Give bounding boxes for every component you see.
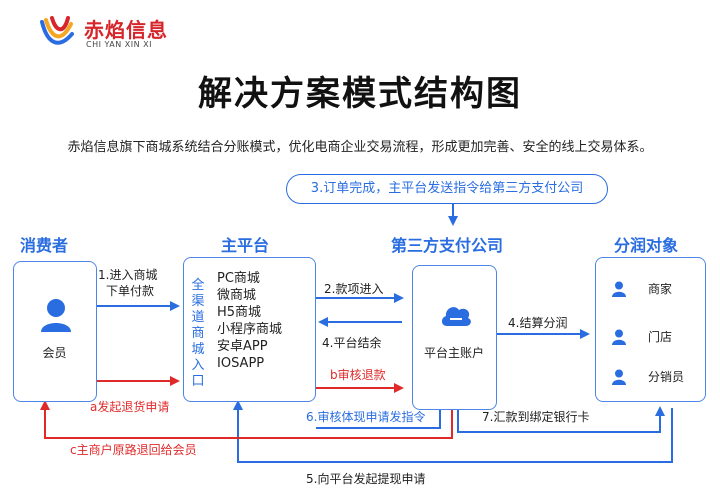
user-icon [41, 299, 71, 332]
consumer-box: 会员 [13, 261, 97, 402]
split-item-label: 分销员 [648, 370, 685, 384]
platform-item: H5商城 [217, 305, 262, 320]
platform-box: 全渠道商城入口 PC商城 微商城 H5商城 小程序商城 安卓APP IOSAPP [183, 257, 316, 402]
arrow-step7 [457, 406, 665, 433]
user-icon [612, 369, 626, 385]
split-item-label: 门店 [648, 330, 673, 344]
arrow-step6 [316, 410, 441, 429]
user-icon [612, 281, 626, 297]
split-item-merchant: 商家 [612, 280, 702, 300]
settle-label: 4.结算分润 [508, 316, 568, 330]
main-account-label: 平台主账户 [423, 346, 484, 360]
step-a-label: a发起退货申请 [90, 400, 170, 414]
step-b-label: b审核退款 [330, 368, 386, 382]
logo-mark-icon [40, 16, 74, 45]
payment-box: 平台主账户 [412, 265, 497, 410]
member-label: 会员 [42, 346, 67, 360]
platform-item: PC商城 [217, 271, 260, 286]
split-item-distributor: 分销员 [612, 368, 702, 388]
step1-label-line2: 下单付款 [106, 284, 155, 298]
page-title: 解决方案模式结构图 [198, 74, 522, 114]
split-item-label: 商家 [648, 282, 673, 296]
platform-item: IOSAPP [217, 356, 265, 371]
step1-label-line1: 1.进入商城 [98, 268, 158, 282]
brand-name: 赤焰信息 [84, 18, 168, 42]
user-icon [612, 329, 626, 345]
arrow-step5 [233, 400, 673, 463]
col-platform-title: 主平台 [221, 236, 270, 255]
step2-label: 2.款项进入 [324, 282, 384, 296]
step5-label: 5.向平台发起提现申请 [306, 472, 426, 486]
omni-channel-text: 全渠道商城入口 [191, 278, 205, 389]
split-item-store: 门店 [612, 328, 702, 348]
step-c-label: c主商户原路退回给会员 [70, 443, 197, 457]
step3-pill: 3.订单完成，主平台发送指令给第三方支付公司 [286, 174, 608, 204]
platform-item: 安卓APP [217, 339, 268, 354]
brand-name-en: CHI YAN XIN XI [86, 40, 152, 49]
step6-label: 6.审核体现申请发指令 [306, 410, 426, 424]
platform-item: 微商城 [217, 288, 257, 303]
step7-label: 7.汇款到绑定银行卡 [482, 410, 590, 424]
platform-list: PC商城 微商城 H5商城 小程序商城 安卓APP IOSAPP [217, 270, 282, 372]
cloud-upload-icon [441, 307, 471, 326]
page-subtitle: 赤焰信息旗下商城系统结合分账模式，优化电商企业交易流程，形成更加完善、安全的线上… [67, 140, 653, 155]
split-box: 商家 门店 分销员 [595, 257, 706, 402]
omni-channel-label: 全渠道商城入口 [190, 278, 206, 390]
platform-item: 小程序商城 [217, 322, 283, 337]
arrow-step-c [40, 400, 453, 439]
col-split-title: 分润对象 [614, 236, 679, 255]
step4-label: 4.平台结余 [322, 336, 382, 350]
col-consumer-title: 消费者 [20, 236, 69, 255]
col-payment-title: 第三方支付公司 [391, 236, 504, 255]
